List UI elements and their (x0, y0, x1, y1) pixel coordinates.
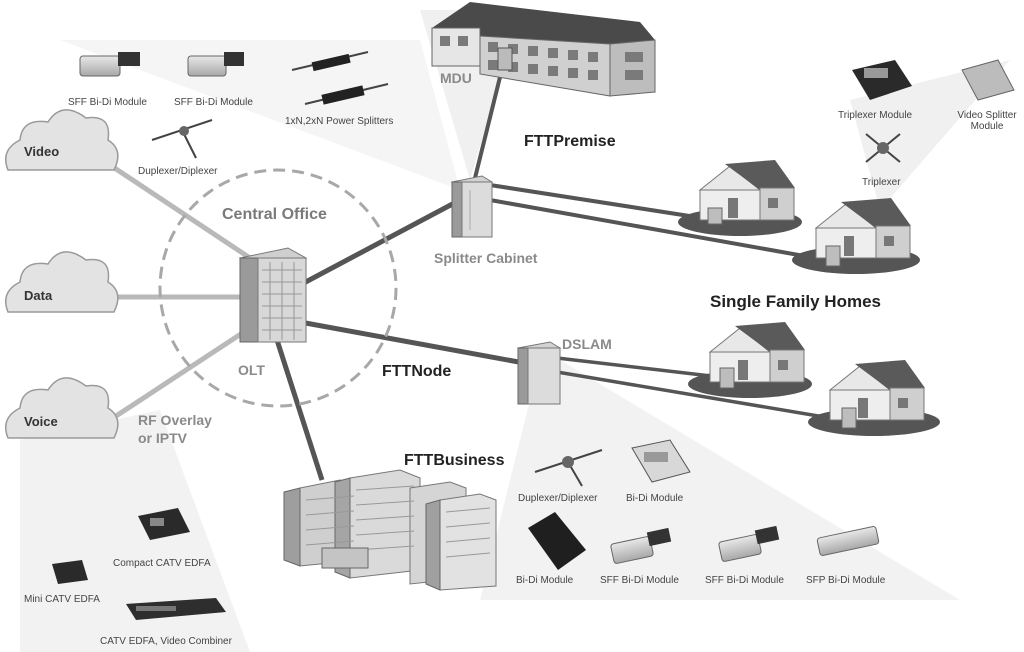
rf-overlay-label: RF Overlay (138, 412, 212, 428)
fttpremise-label: FTTPremise (524, 133, 616, 150)
triplexer-icon (865, 133, 901, 163)
fttnode-label: FTTNode (382, 363, 452, 380)
house-icon-1 (678, 160, 802, 236)
mdu-label: MDU (440, 70, 472, 86)
sff-bidi-module-icon-2 (187, 52, 244, 77)
duplexer-icon-bottom (534, 449, 603, 487)
house-icon-3 (688, 322, 812, 398)
video-splitter-line2: Module (970, 121, 1004, 132)
sff-bidi-module-label-1: SFF Bi-Di Module (68, 97, 147, 108)
central-office-label: Central Office (222, 206, 327, 223)
mini-catv-edfa-icon (52, 560, 88, 584)
sff-bidi-module-icon-3 (610, 527, 672, 564)
triplexer-module-label: Triplexer Module (838, 110, 913, 121)
power-splitter-icon-2 (304, 83, 389, 105)
sff-bidi-module-icon-4 (718, 525, 780, 562)
catv-edfa-combiner-label: CATV EDFA, Video Combiner (100, 636, 232, 647)
compact-catv-edfa-icon (138, 508, 190, 540)
splitter-cabinet-label: Splitter Cabinet (434, 250, 538, 266)
voice-cloud-label: Voice (24, 414, 58, 429)
sff-bidi-module-label-2: SFF Bi-Di Module (174, 97, 253, 108)
duplexer-label-top: Duplexer/Diplexer (138, 166, 218, 177)
triplexer-module-icon (852, 60, 912, 100)
video-cloud-label: Video (24, 144, 60, 159)
compact-catv-edfa-label: Compact CATV EDFA (113, 558, 211, 569)
duplexer-label-bottom: Duplexer/Diplexer (518, 493, 598, 504)
mini-catv-edfa-label: Mini CATV EDFA (24, 594, 100, 605)
bidi-module-label-2: Bi-Di Module (516, 575, 574, 586)
bidi-module-icon-2 (528, 512, 586, 570)
data-cloud-label: Data (24, 288, 53, 303)
video-splitter-module-label: Video Splitter Module (952, 110, 1022, 132)
business-buildings-icon (283, 469, 497, 591)
olt-label: OLT (238, 362, 265, 378)
power-splitter-icon-1 (291, 51, 369, 72)
house-icon-2 (792, 198, 920, 274)
video-splitter-line1: Video Splitter (957, 110, 1017, 121)
power-splitters-label: 1xN,2xN Power Splitters (285, 116, 394, 127)
catv-edfa-combiner-icon (126, 598, 226, 620)
voice-cloud-icon (5, 377, 119, 439)
fiber-links (108, 64, 843, 481)
sff-bidi-module-label-3: SFF Bi-Di Module (600, 575, 679, 586)
sfp-bidi-module-icon (816, 526, 880, 556)
bidi-module-icon-1 (631, 439, 691, 483)
olt-rack-icon (238, 247, 308, 343)
iptv-label: or IPTV (138, 430, 188, 446)
splitter-cabinet-icon (450, 175, 494, 238)
data-cloud-icon (5, 251, 119, 313)
sfp-bidi-module-label: SFP Bi-Di Module (806, 575, 886, 586)
video-cloud-icon (5, 109, 119, 171)
sff-bidi-module-label-4: SFF Bi-Di Module (705, 575, 784, 586)
projection-beams (20, 10, 1010, 652)
dslam-icon (516, 341, 562, 405)
bidi-module-label-1: Bi-Di Module (626, 493, 684, 504)
dslam-label: DSLAM (562, 336, 612, 352)
video-splitter-module-icon (961, 59, 1015, 101)
central-office-ring (158, 168, 398, 408)
duplexer-icon-top (151, 119, 213, 159)
fttbusiness-label: FTTBusiness (404, 452, 505, 469)
mdu-building-icon (431, 2, 656, 97)
house-icon-4 (808, 360, 940, 436)
single-family-homes-label: Single Family Homes (710, 292, 881, 311)
sff-bidi-module-icon-1 (79, 52, 140, 77)
triplexer-label: Triplexer (862, 177, 901, 188)
